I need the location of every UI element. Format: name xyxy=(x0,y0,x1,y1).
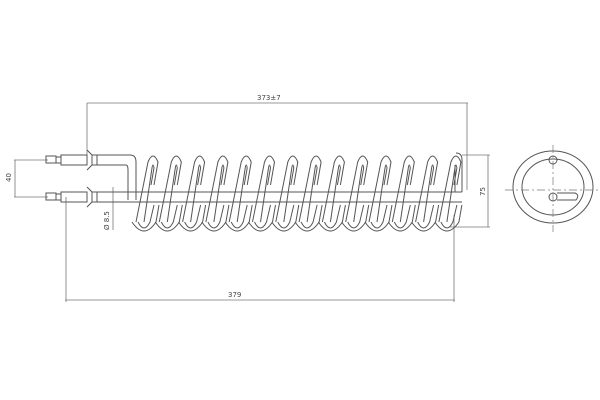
dimension-lead-spacing: 40 xyxy=(5,159,48,198)
coil-turn xyxy=(131,155,160,232)
dim-label-379: 379 xyxy=(228,291,241,299)
coil-turn xyxy=(434,155,463,232)
coil-turn xyxy=(271,155,300,232)
coil-turn xyxy=(364,155,393,232)
dimension-tube-diameter: Ø 8.5 xyxy=(103,187,114,230)
dim-label-40: 40 xyxy=(5,173,13,182)
coil-turn xyxy=(411,155,440,232)
coil-turn xyxy=(294,155,323,232)
coil xyxy=(131,155,463,232)
coil-turn xyxy=(248,155,276,232)
coil-turn xyxy=(341,155,370,232)
terminal-bottom xyxy=(45,152,463,208)
terminal-top xyxy=(45,149,137,200)
coil-turn xyxy=(178,155,207,232)
coil-turn xyxy=(154,155,183,232)
coil-turn xyxy=(317,155,346,232)
end-view-terminal-hole-bottom xyxy=(548,192,558,202)
dim-label-373: 373±7 xyxy=(257,94,281,102)
dimension-coil-height: 75 xyxy=(450,154,490,228)
end-view xyxy=(505,145,600,232)
coil-turn xyxy=(224,155,253,232)
coil-turn xyxy=(387,155,416,232)
dimension-overall-coil: 373±7 xyxy=(86,94,468,190)
coil-turn xyxy=(201,155,230,232)
dim-label-75: 75 xyxy=(479,187,487,196)
end-view-terminal-hole-top xyxy=(548,155,558,165)
dimension-total-length: 379 xyxy=(65,197,455,302)
dim-label-diameter: Ø 8.5 xyxy=(103,211,111,230)
